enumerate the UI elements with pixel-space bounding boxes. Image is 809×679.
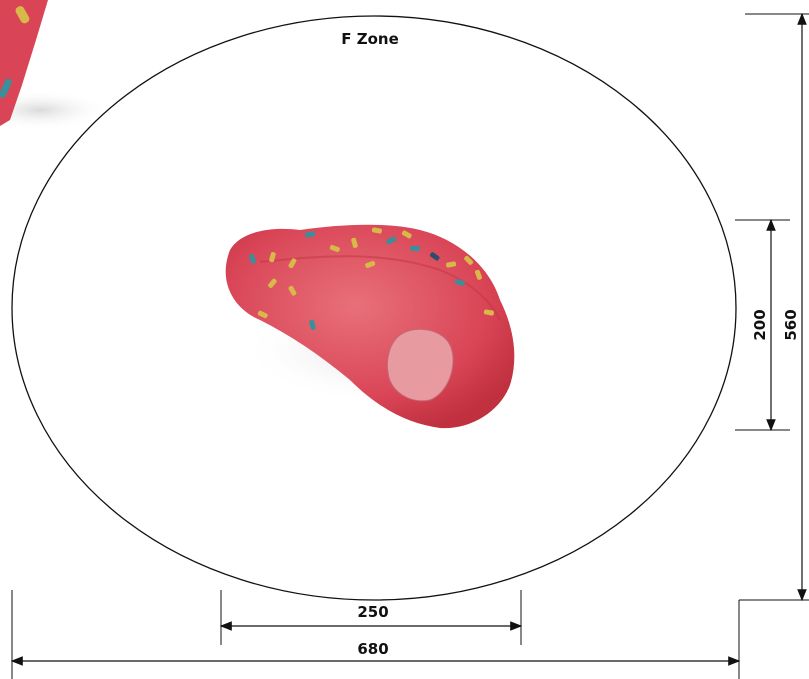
zone-label: F Zone: [341, 30, 399, 48]
outer-width-label: 680: [357, 640, 388, 658]
dimension-outer-width: 680: [10, 590, 809, 679]
safety-zone-boundary: [11, 15, 737, 601]
dimension-outer-height: 560: [745, 12, 809, 602]
dimension-inner-height: 200: [735, 218, 790, 432]
inner-width-label: 250: [357, 603, 388, 621]
outer-height-label: 560: [782, 309, 800, 340]
climbing-holds: [248, 227, 494, 330]
adjacent-rock-partial: [0, 0, 110, 130]
climbing-rock: [225, 224, 540, 429]
inner-height-label: 200: [751, 309, 769, 340]
dimension-inner-width: 250: [219, 590, 523, 645]
